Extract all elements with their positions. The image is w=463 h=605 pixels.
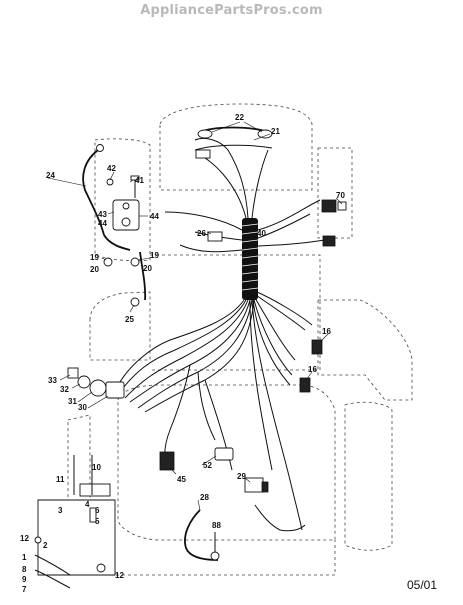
callout-26: 26 <box>197 229 206 238</box>
watermark: AppliancePartsPros.com <box>140 3 323 18</box>
tractor-outline <box>67 103 413 576</box>
callout-20-right: 20 <box>143 264 152 273</box>
date-code: 05/01 <box>406 578 437 592</box>
callout-19-right: 19 <box>150 251 159 260</box>
leader-lines <box>47 121 343 511</box>
callout-43: 43 <box>98 210 107 219</box>
callout-44-right: 44 <box>150 212 159 221</box>
callout-6: 6 <box>95 506 100 515</box>
callout-44-left: 44 <box>98 219 107 228</box>
callout-11: 11 <box>56 475 65 484</box>
callout-9: 9 <box>22 575 27 584</box>
callout-28: 28 <box>200 493 209 502</box>
callout-41: 41 <box>135 176 144 185</box>
harness-wires <box>82 126 326 561</box>
callout-52: 52 <box>203 461 212 470</box>
callout-33: 33 <box>48 376 57 385</box>
callout-24: 24 <box>46 171 55 180</box>
callout-21: 21 <box>271 127 280 136</box>
callout-29: 29 <box>237 472 246 481</box>
callout-5: 5 <box>95 517 100 526</box>
callout-2: 2 <box>43 541 48 550</box>
callout-45: 45 <box>177 475 186 484</box>
callout-20-left: 20 <box>90 265 99 274</box>
main-harness-coil <box>241 218 259 300</box>
callout-22: 22 <box>235 113 244 122</box>
callout-31: 31 <box>68 397 77 406</box>
callout-42: 42 <box>107 164 116 173</box>
parts <box>34 129 347 589</box>
callout-labels: 22 21 70 24 42 41 43 44 44 26 40 19 19 2… <box>20 113 345 594</box>
callout-30: 30 <box>78 403 87 412</box>
callout-8: 8 <box>22 565 27 574</box>
callout-16-lower: 16 <box>308 365 317 374</box>
callout-1: 1 <box>22 553 27 562</box>
callout-25: 25 <box>125 315 134 324</box>
callout-40: 40 <box>257 229 266 238</box>
callout-4: 4 <box>85 500 90 509</box>
callout-70: 70 <box>336 191 345 200</box>
callout-19-left: 19 <box>90 253 99 262</box>
callout-12-right: 12 <box>115 571 124 580</box>
callout-3: 3 <box>58 506 63 515</box>
callout-32: 32 <box>60 385 69 394</box>
callout-12-left: 12 <box>20 534 29 543</box>
callout-7: 7 <box>22 585 27 594</box>
callout-10: 10 <box>92 463 101 472</box>
callout-88: 88 <box>212 521 221 530</box>
callout-16-upper: 16 <box>322 327 331 336</box>
